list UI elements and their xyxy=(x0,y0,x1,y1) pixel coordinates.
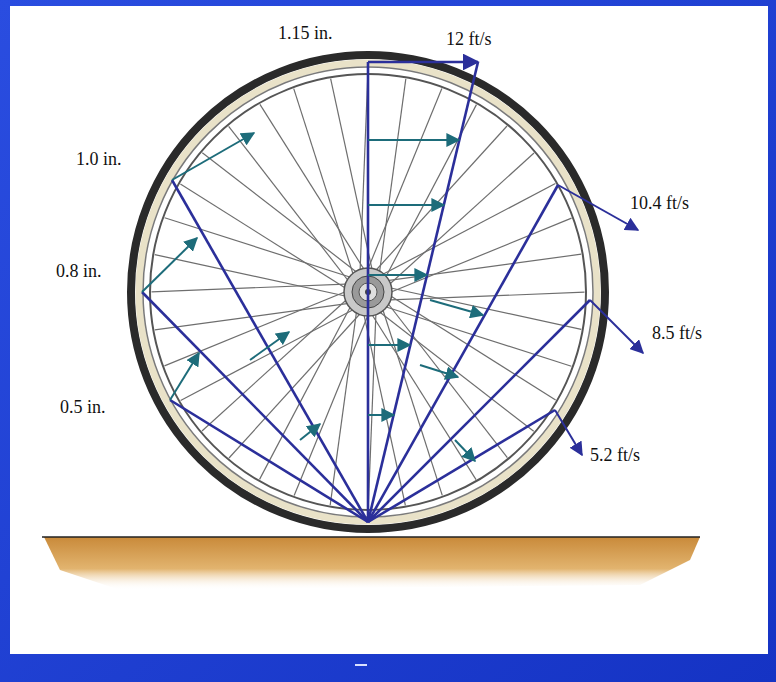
label-holder: 1.15 in. xyxy=(278,24,333,44)
velocity-label: 8.5 ft/s xyxy=(652,324,702,344)
velocity-label: 12 ft/s xyxy=(446,30,492,50)
dimension-label: 0.8 in. xyxy=(56,262,102,282)
velocity-arrow xyxy=(250,332,289,360)
label-holder: 10.4 ft/s xyxy=(630,194,689,214)
ground-line xyxy=(42,536,700,538)
tire-and-rim xyxy=(131,55,605,529)
label-holder: 1.0 in. xyxy=(76,150,122,170)
spoke xyxy=(165,148,362,350)
spoke xyxy=(164,235,355,418)
dimension-label: 1.15 in. xyxy=(278,24,333,44)
position-lines xyxy=(142,62,590,522)
spoke xyxy=(339,305,502,480)
spoke xyxy=(224,89,426,286)
label-holder: 0.8 in. xyxy=(56,262,102,282)
spoke xyxy=(370,281,533,456)
velocity-arrow xyxy=(590,300,643,353)
velocity-arrow xyxy=(170,353,199,400)
position-line xyxy=(368,300,590,522)
spoke xyxy=(233,104,396,279)
velocity-arrow xyxy=(142,238,197,292)
label-holder: 8.5 ft/s xyxy=(652,324,702,344)
velocity-arrow xyxy=(430,300,483,315)
velocity-arrow xyxy=(368,139,459,141)
velocity-arrow xyxy=(172,133,254,180)
spoke xyxy=(378,194,585,399)
spoke xyxy=(285,303,482,505)
velocity-arrow xyxy=(368,274,427,276)
label-holder: 5.2 ft/s xyxy=(590,446,640,466)
spoke xyxy=(261,75,466,282)
spoke xyxy=(151,185,358,390)
spoke xyxy=(202,292,355,431)
velocity-arrow xyxy=(455,440,475,461)
spoke xyxy=(333,105,524,288)
velocity-profile-line xyxy=(368,62,478,522)
spoke xyxy=(212,296,403,479)
spoke xyxy=(310,299,512,496)
spoke xyxy=(254,79,451,281)
tire xyxy=(131,55,605,529)
spoke xyxy=(357,294,532,457)
spoke xyxy=(380,166,571,349)
ground-soil xyxy=(44,537,700,590)
position-line xyxy=(367,62,370,522)
velocity-arrow xyxy=(368,204,444,206)
velocity-arrows xyxy=(142,62,643,461)
velocity-arrow xyxy=(368,344,410,346)
dimension-label: 1.0 in. xyxy=(76,150,122,170)
velocity-arrow xyxy=(420,365,458,377)
spoke xyxy=(289,79,496,284)
white-panel xyxy=(10,6,768,654)
spoke xyxy=(205,126,380,289)
dimension-label: 0.5 in. xyxy=(60,398,106,418)
velocity-label: 10.4 ft/s xyxy=(630,194,689,214)
velocity-arrow xyxy=(368,414,394,416)
label-holder: 12 ft/s xyxy=(446,30,492,50)
spoke xyxy=(372,136,555,327)
velocity-arrow xyxy=(368,61,478,63)
spoke xyxy=(381,153,534,292)
label-holder: 0.5 in. xyxy=(60,398,106,418)
position-line xyxy=(170,400,368,522)
velocity-arrow xyxy=(558,185,638,230)
velocity-arrow xyxy=(300,424,320,440)
velocity-arrow xyxy=(555,410,582,455)
velocity-label: 5.2 ft/s xyxy=(590,446,640,466)
tire-sidewall xyxy=(139,63,597,521)
position-line xyxy=(368,410,555,522)
position-line xyxy=(142,292,368,522)
slide-mark xyxy=(355,664,367,666)
position-line xyxy=(368,185,558,522)
